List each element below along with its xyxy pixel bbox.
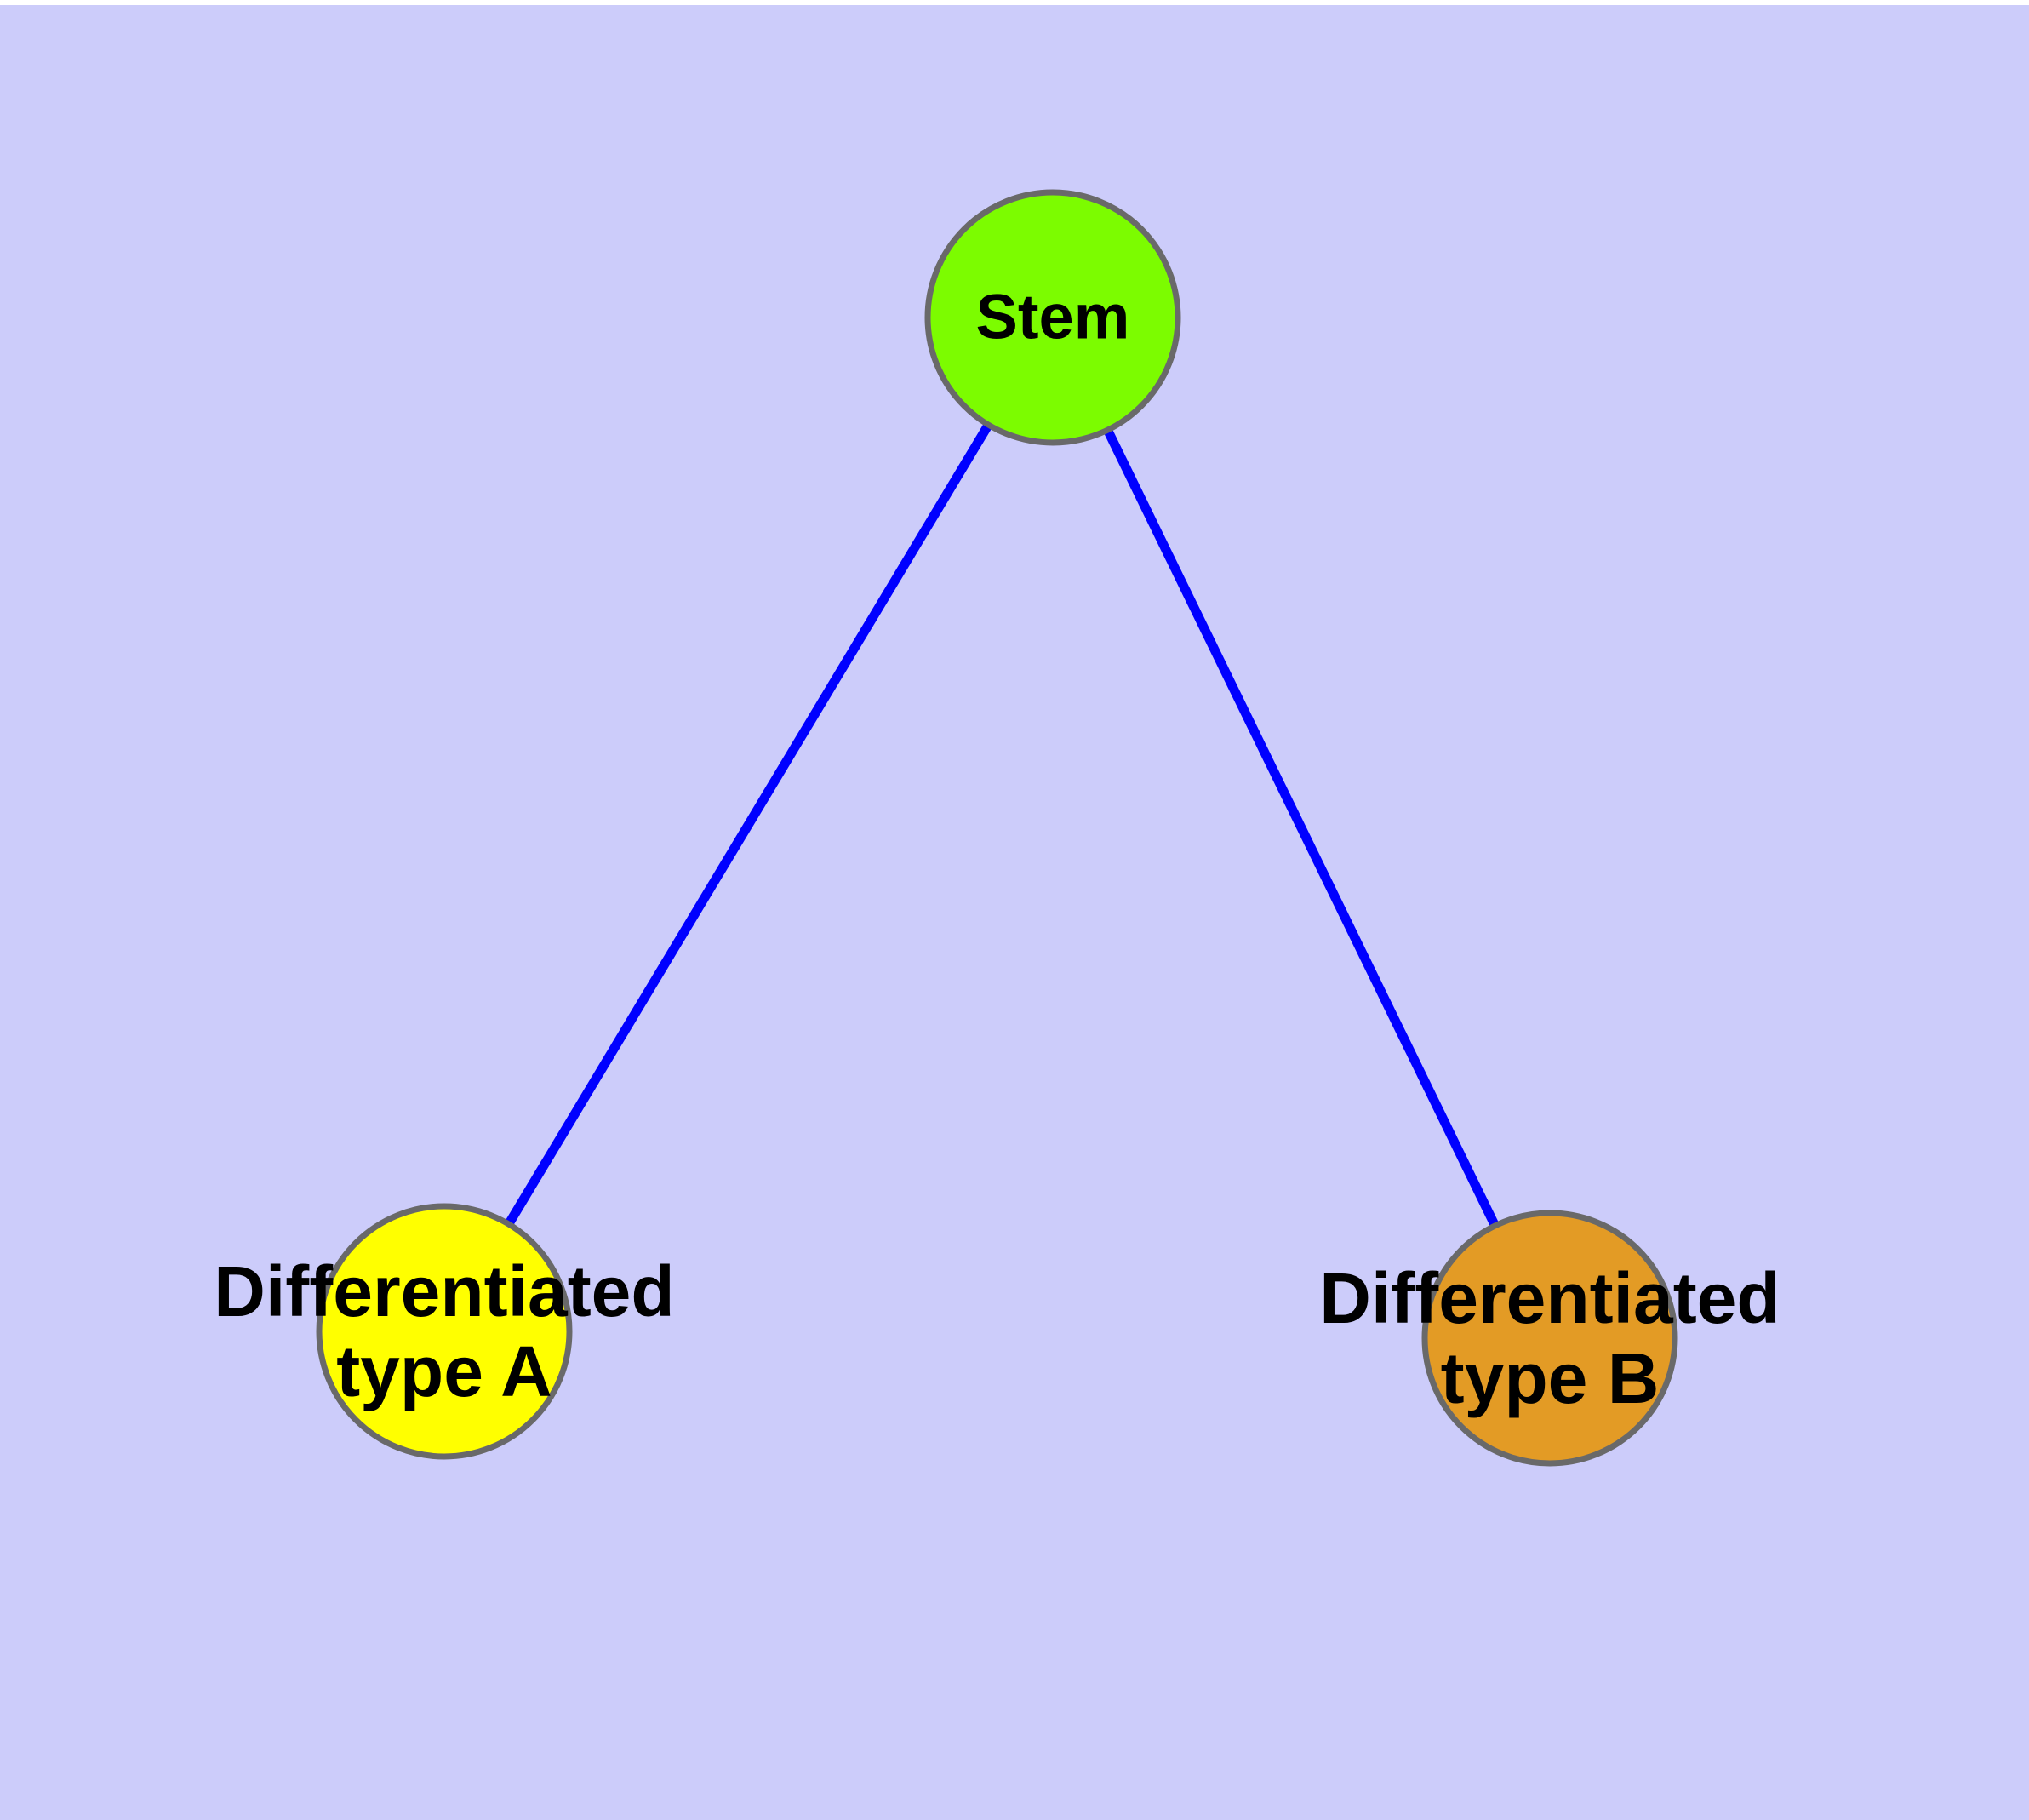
node-circle-diff-b[interactable] <box>1421 1210 1678 1467</box>
node-layer <box>316 189 1678 1467</box>
node-circle-stem[interactable] <box>924 189 1181 446</box>
edge-stem-to-diff-b <box>1100 423 1502 1233</box>
edge-stem-to-diff-a <box>501 418 996 1231</box>
node-circle-diff-a[interactable] <box>316 1203 573 1460</box>
edge-layer <box>501 418 1502 1233</box>
